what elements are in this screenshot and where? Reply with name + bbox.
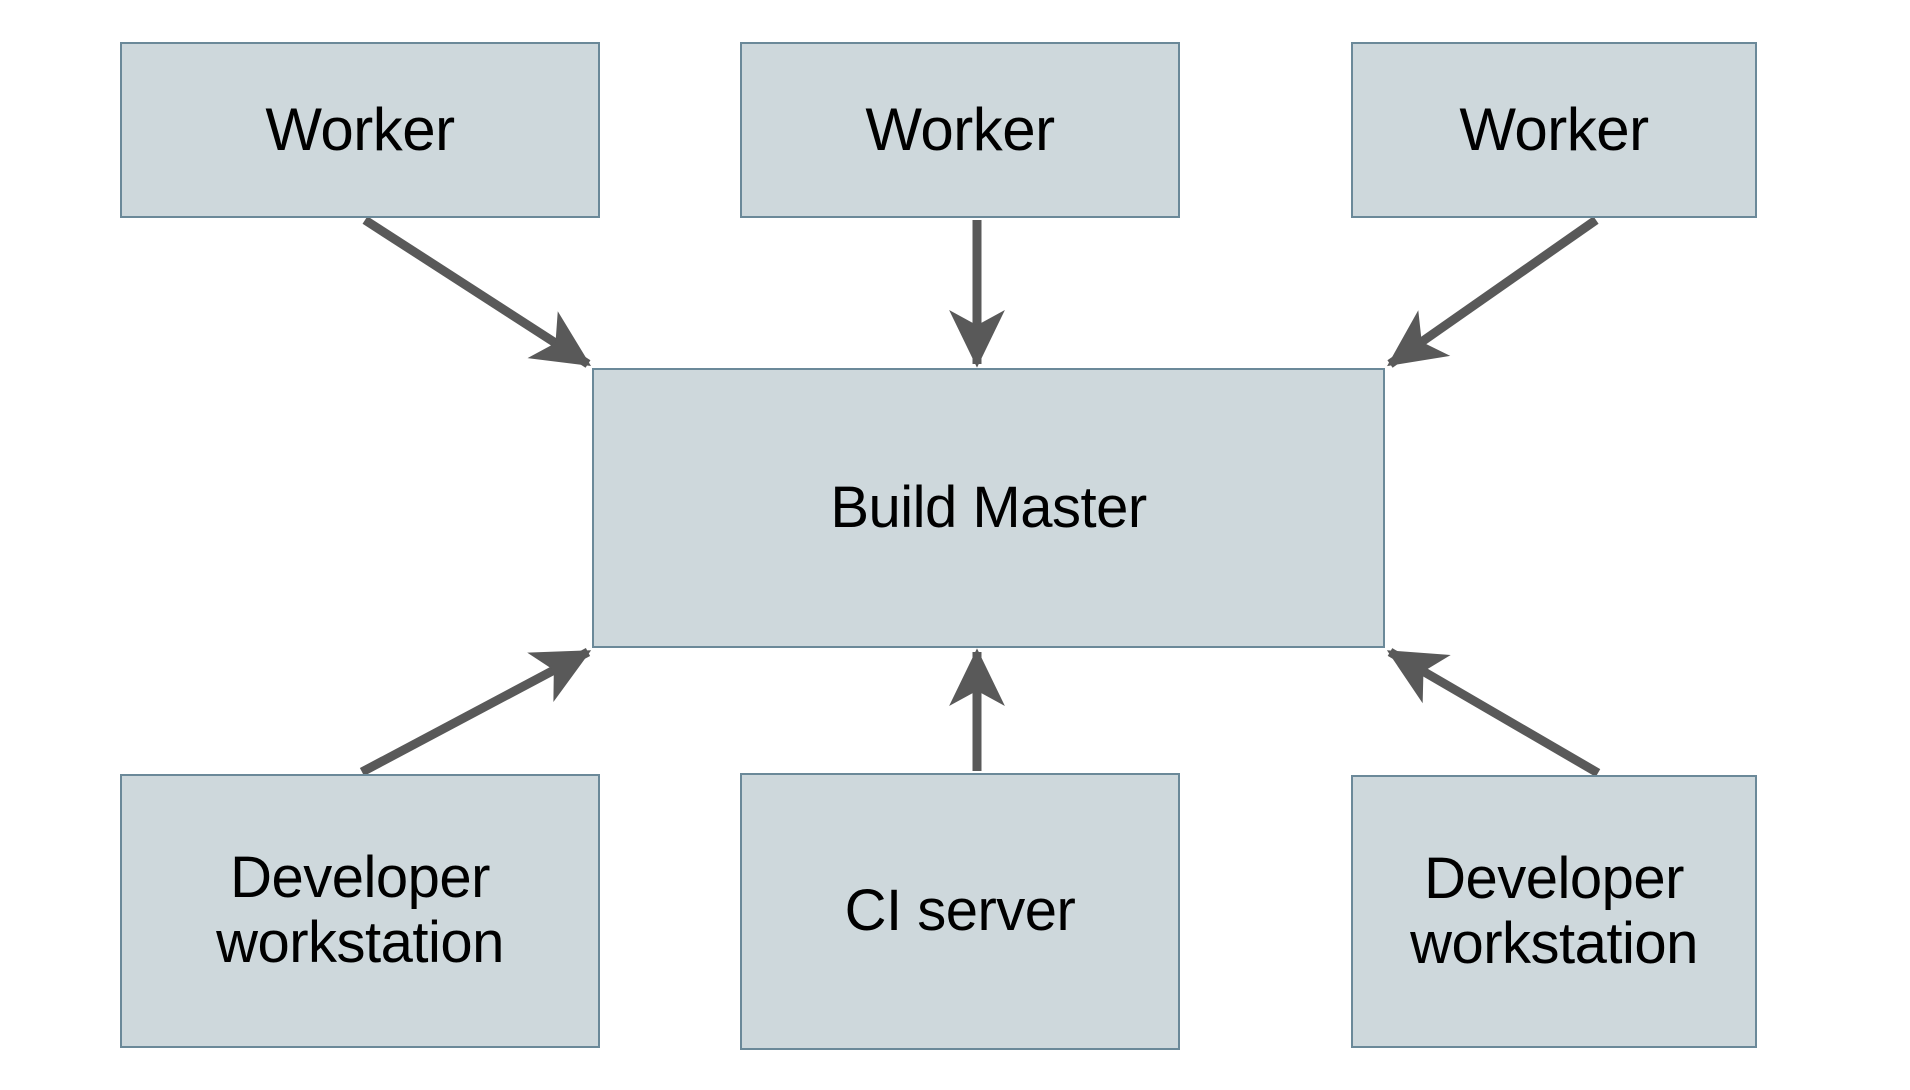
edge-dev-left-to-build-master [359, 648, 592, 776]
node-ci-server[interactable]: CI server [740, 773, 1180, 1050]
node-worker-middle[interactable]: Worker [740, 42, 1180, 218]
node-developer-workstation-right[interactable]: Developer workstation [1351, 775, 1757, 1048]
node-developer-workstation-left[interactable]: Developer workstation [120, 774, 600, 1048]
edge-dev-right-to-build-master [1386, 648, 1601, 777]
edge-worker-right-to-build-master [1387, 216, 1599, 368]
node-build-master-label: Build Master [830, 474, 1147, 540]
edge-worker-left-to-build-master [362, 216, 592, 368]
node-worker-middle-label: Worker [865, 96, 1055, 164]
node-worker-left[interactable]: Worker [120, 42, 600, 218]
node-worker-right-label: Worker [1459, 96, 1649, 164]
node-ci-server-label: CI server [844, 878, 1076, 944]
node-worker-left-label: Worker [265, 96, 455, 164]
node-developer-workstation-right-label: Developer workstation [1410, 845, 1698, 976]
node-worker-right[interactable]: Worker [1351, 42, 1757, 218]
node-developer-workstation-left-label: Developer workstation [216, 845, 504, 975]
node-build-master[interactable]: Build Master [592, 368, 1385, 648]
